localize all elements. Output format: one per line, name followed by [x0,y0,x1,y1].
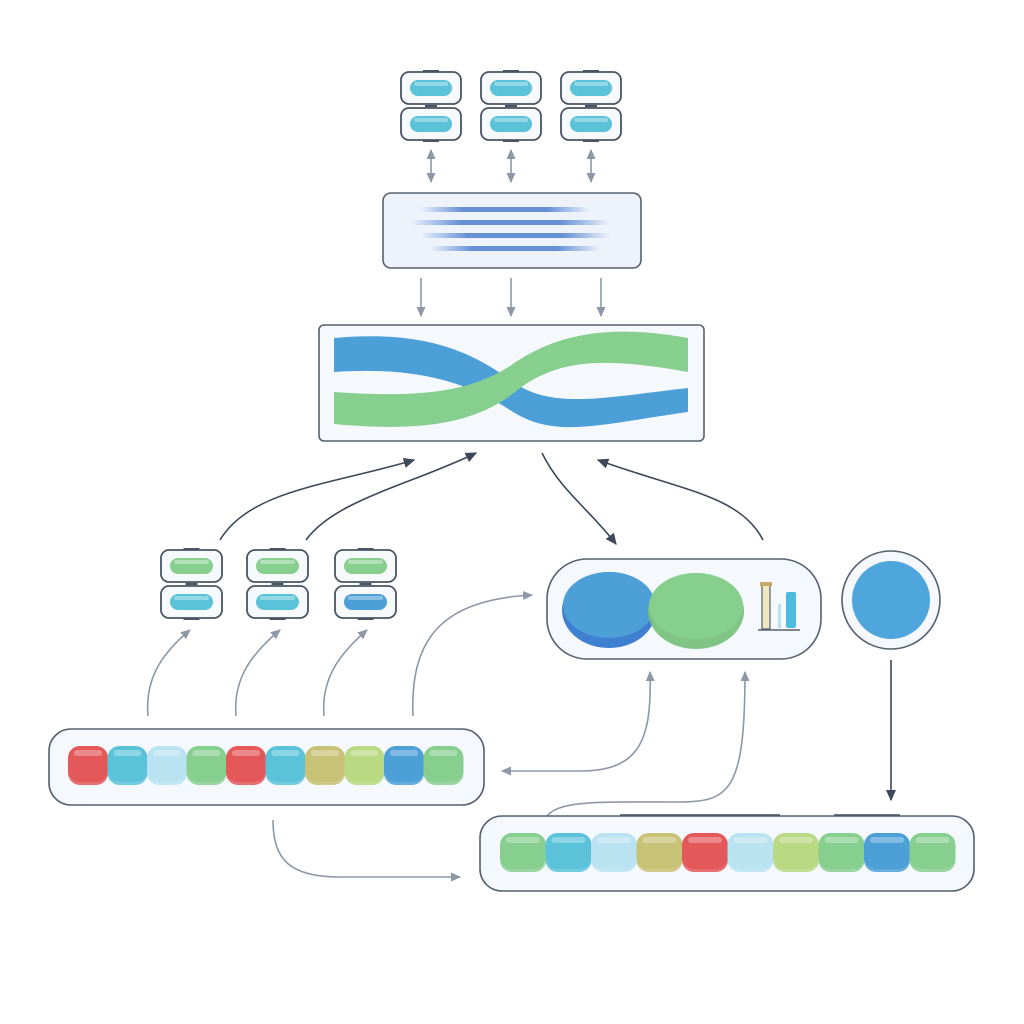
curved-arrow [546,670,750,817]
token-pill [490,116,532,132]
left-token-pairs [160,548,397,620]
merge-node [546,558,822,660]
token-pill [490,80,532,96]
token-green [818,833,865,872]
token-green [500,833,546,872]
token-green [423,746,464,785]
token-pill [344,594,387,610]
overlapping-circles-icon [562,572,744,649]
token-cyan [545,833,592,872]
token-cyan [107,746,148,785]
token-red [226,746,266,785]
paired-token-icon [246,548,309,620]
token-light_cyan [147,746,187,785]
token-olive [636,833,683,872]
token-light_cyan [591,833,637,872]
curved-arrow [219,458,416,541]
token-red [682,833,728,872]
curved-arrow [541,452,617,546]
token-pill [344,558,387,574]
output-node [841,550,941,650]
token-blue [384,746,424,785]
curved-arrow [272,819,462,882]
token-pill [256,558,299,574]
token-lime [344,746,385,785]
circle-icon [852,561,930,639]
curved-arrow [596,458,764,541]
token-pill [170,594,213,610]
top-token-pairs [400,70,622,142]
token-lime [773,833,819,872]
curved-arrow [322,629,368,717]
paired-token-icon [560,70,622,142]
curved-arrow [305,452,478,541]
horizontal-lines-icon [410,207,610,251]
curved-arrow [146,629,191,717]
paired-token-icon [334,548,397,620]
token-pill [256,594,299,610]
paired-token-icon [400,70,462,142]
token-pill [170,558,213,574]
token-sequence-top [48,728,485,806]
intertwined-waves-icon [334,331,688,428]
curved-arrow [500,670,655,776]
token-green [909,833,956,872]
paired-token-icon [160,548,223,620]
token-cyan [265,746,306,785]
paired-token-icon [480,70,542,142]
token-red [68,746,108,785]
fusion-block [318,324,705,442]
token-green [186,746,227,785]
attention-block [382,192,642,269]
token-olive [305,746,345,785]
curved-arrow [412,591,534,717]
token-light_cyan [727,833,774,872]
token-pill [570,80,612,96]
token-sequence-bottom [479,815,975,892]
bar-chart-icon [758,582,800,631]
sequence-up-arrows [146,591,534,717]
token-blue [864,833,910,872]
fusion-connections [219,452,764,546]
top-double-arrows [426,148,596,184]
token-pill [410,80,452,96]
merge-connections [272,670,900,882]
token-pill [570,116,612,132]
curved-arrow [234,629,281,717]
down-arrows [416,278,606,318]
token-pill [410,116,452,132]
